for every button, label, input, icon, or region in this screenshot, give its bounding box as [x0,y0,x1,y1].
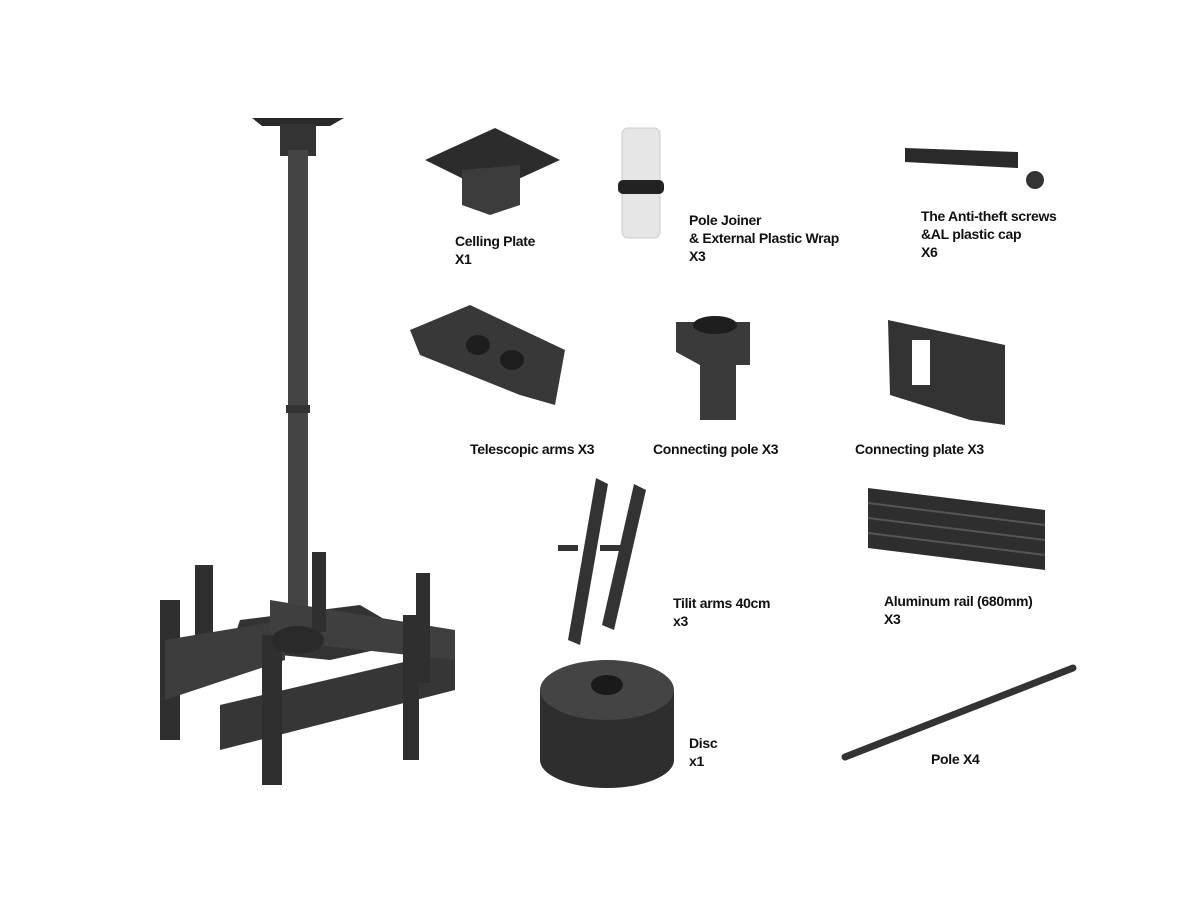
part-name: Disc [689,735,718,751]
disc-illustration [540,660,674,788]
connecting-plate-label: Connecting plate X3 [855,440,984,458]
pole-joiner-illustration [618,127,664,239]
part-name: Aluminum rail (680mm) [884,593,1033,609]
ceiling-plate-illustration [425,128,560,215]
telescopic-arms-illustration [410,305,565,405]
aluminum-rail-label: Aluminum rail (680mm) X3 [884,592,1033,628]
part-name: Celling Plate [455,233,536,249]
part-quantity: X6 [921,244,938,260]
tilt-arms-illustration [558,478,646,645]
ceiling-plate-label: Celling Plate X1 [455,232,535,268]
part-quantity: X3 [884,611,901,627]
assembled-mount-illustration [160,118,455,785]
aluminum-rail-illustration [867,488,1046,570]
part-quantity: X1 [455,251,472,267]
part-quantity: x1 [689,753,704,769]
part-name: Tilit arms 40cm [673,595,771,611]
part-name: Pole X4 [931,751,980,767]
anti-theft-screws-label: The Anti-theft screws &AL plastic cap X6 [921,207,1057,261]
part-quantity: X3 [689,248,706,264]
part-name: Telescopic arms X3 [470,441,595,457]
connecting-pole-illustration [676,316,750,420]
part-name: Connecting plate X3 [855,441,984,457]
part-name-line2: &AL plastic cap [921,226,1022,242]
connecting-plate-illustration [888,320,1005,425]
pole-illustration [841,664,1077,761]
tilt-arms-label: Tilit arms 40cm x3 [673,594,770,630]
anti-theft-screws-illustration [905,148,1044,189]
pole-joiner-label: Pole Joiner & External Plastic Wrap X3 [689,211,839,265]
part-name-line2: & External Plastic Wrap [689,230,840,246]
pole-label: Pole X4 [931,750,980,768]
part-name: Connecting pole X3 [653,441,779,457]
part-name: The Anti-theft screws [921,208,1057,224]
disc-label: Disc x1 [689,734,718,770]
part-quantity: x3 [673,613,688,629]
connecting-pole-label: Connecting pole X3 [653,440,779,458]
part-name: Pole Joiner [689,212,762,228]
telescopic-arms-label: Telescopic arms X3 [470,440,595,458]
